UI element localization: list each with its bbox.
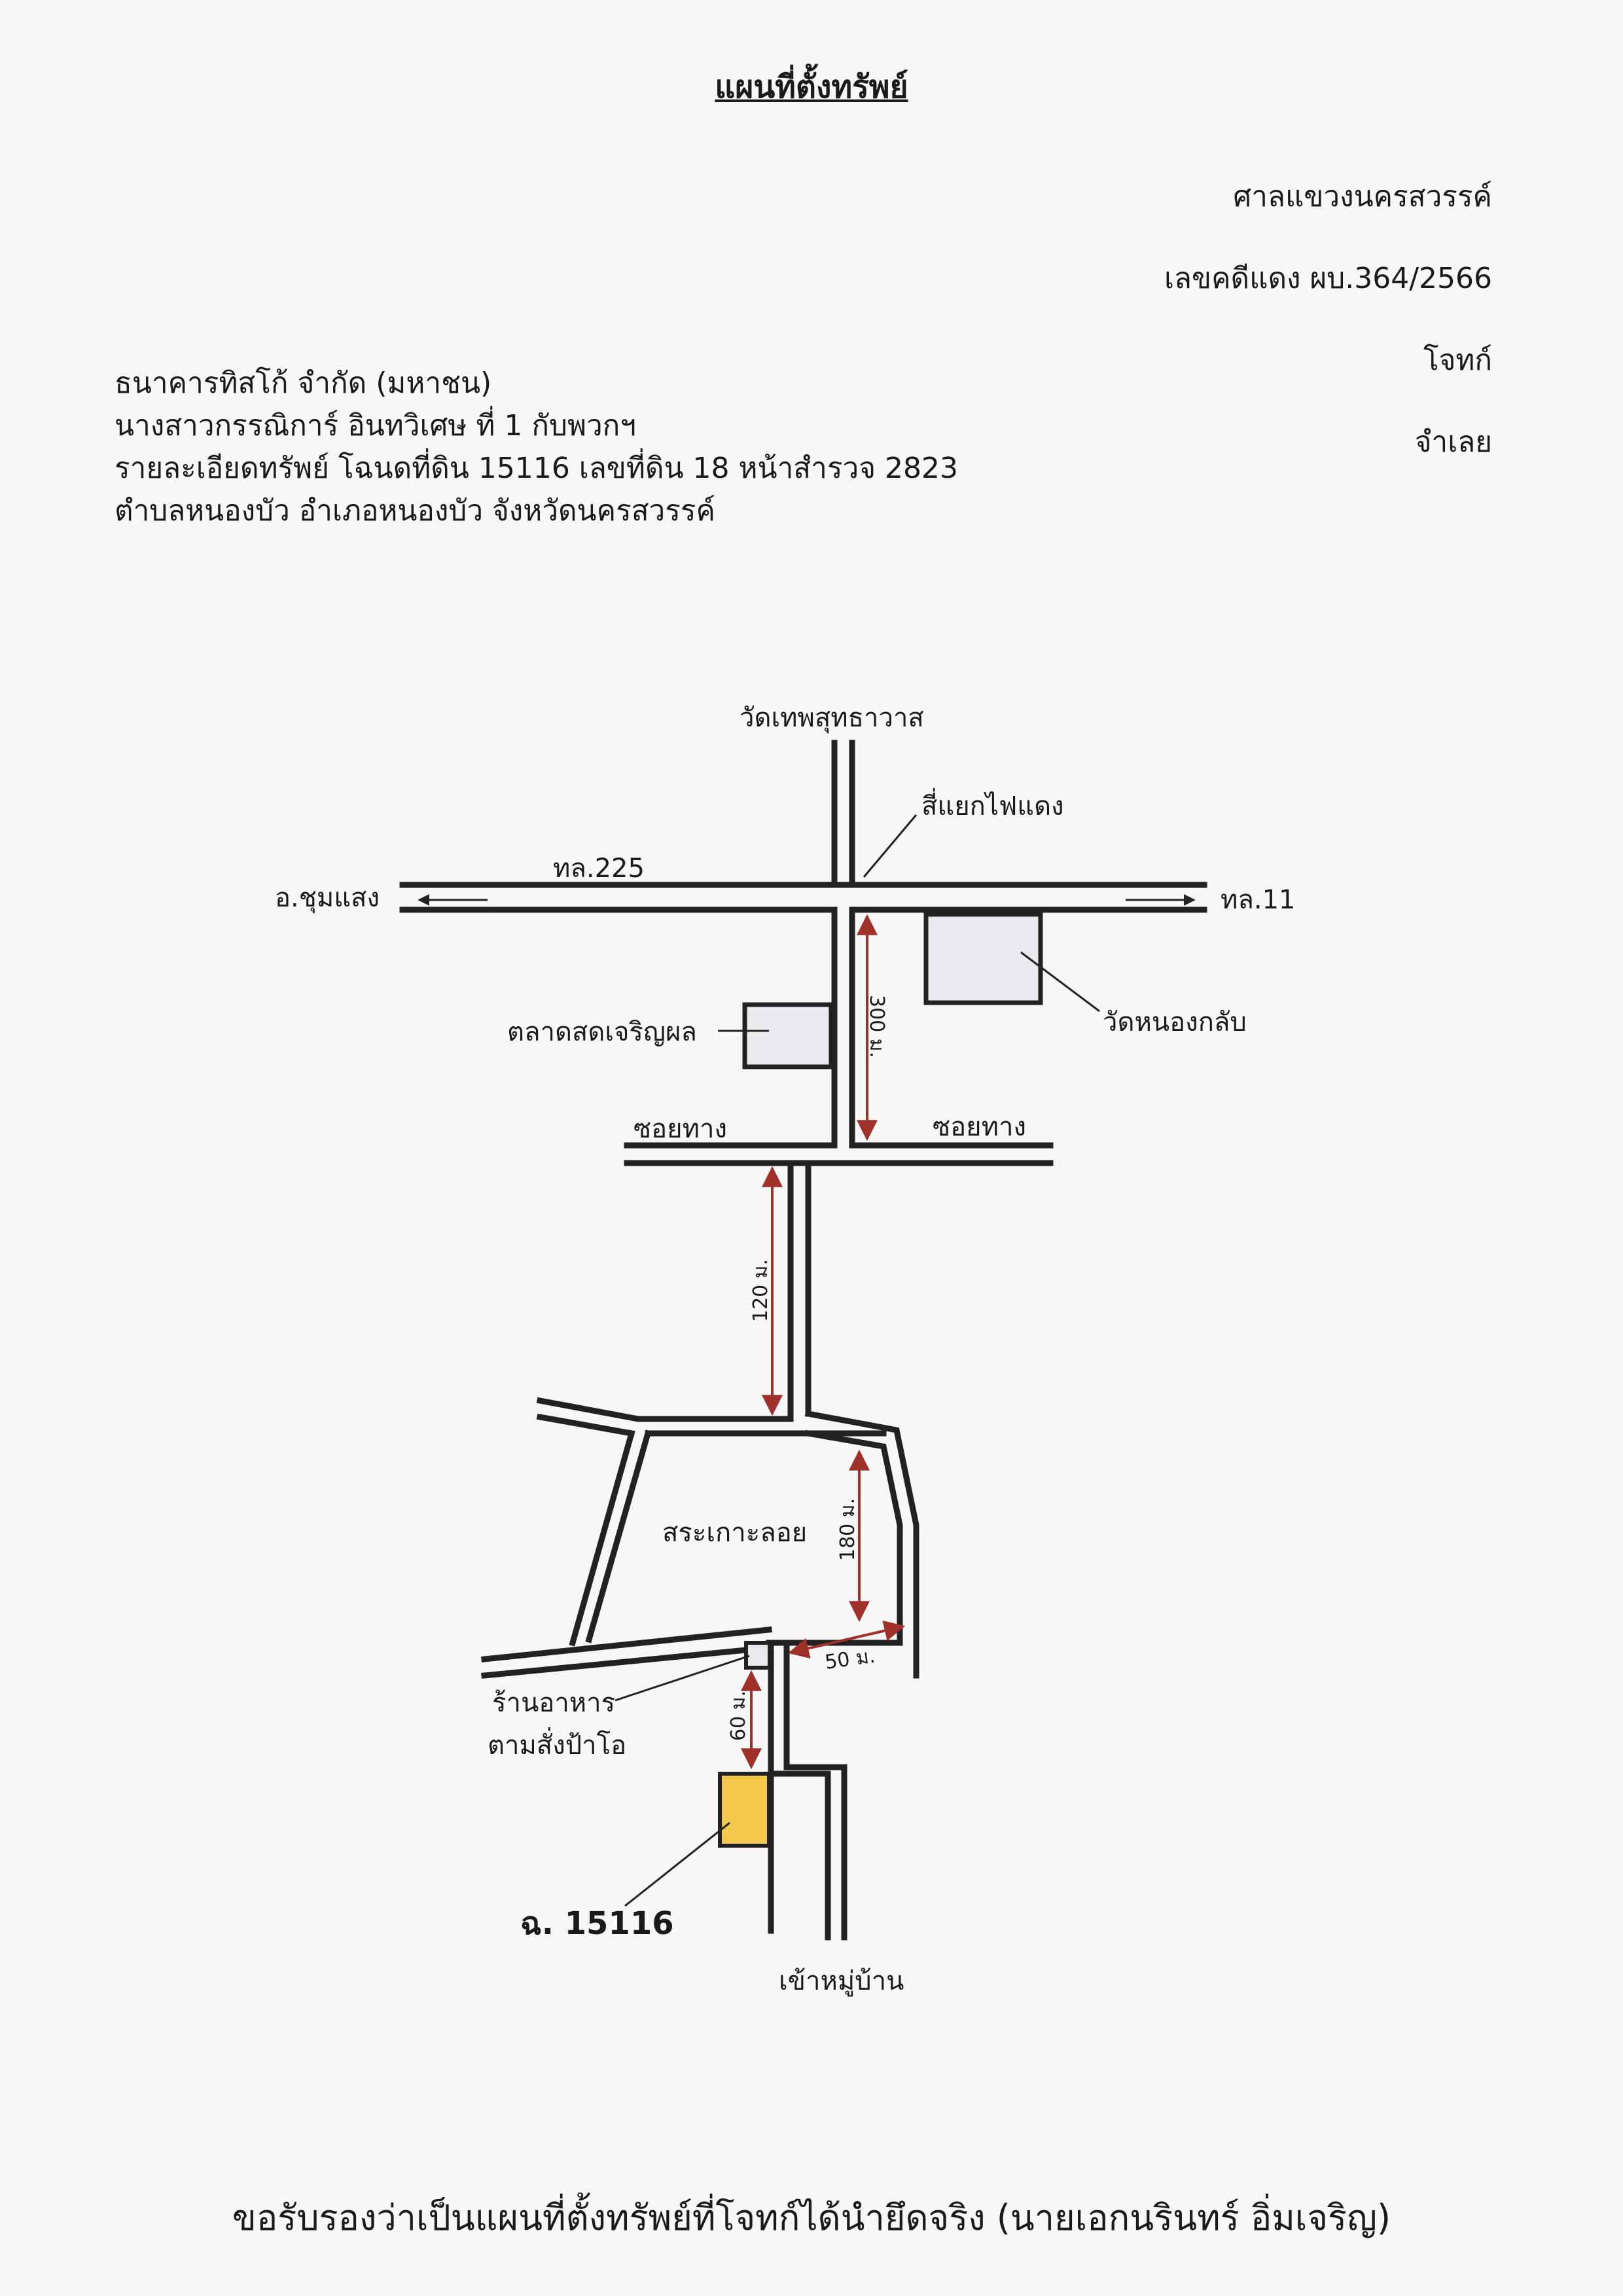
label-chumsaeng: อ.ชุมแสง xyxy=(275,883,380,914)
label-distance-120m: 120 ม. xyxy=(749,1259,772,1322)
village-road xyxy=(768,1640,847,1941)
label-restaurant-line2: ตามสั่งป้าโอ xyxy=(488,1727,626,1761)
property-leader xyxy=(624,1821,730,1907)
label-distance-300m: 300 ม. xyxy=(865,995,888,1058)
distance-arrow-50m xyxy=(787,1620,906,1659)
market-building xyxy=(742,1002,834,1069)
label-traffic-light: สี่แยกไฟแดง xyxy=(921,788,1064,821)
label-market: ตลาดสดเจริญผล xyxy=(507,1017,697,1047)
label-pond: สระเกาะลอย xyxy=(662,1518,807,1548)
label-distance-50m: 50 ม. xyxy=(823,1645,876,1674)
case-number: เลขคดีแดง ผบ.364/2566 xyxy=(1164,262,1492,295)
label-distance-180m: 180 ม. xyxy=(836,1498,859,1561)
restaurant-leader xyxy=(615,1655,750,1702)
label-distance-60m: 60 ม. xyxy=(727,1691,750,1741)
restaurant-building xyxy=(744,1641,772,1670)
property-details: รายละเอียดทรัพย์ โฉนดที่ดิน 15116 เลขที่… xyxy=(115,452,958,485)
label-temple-north: วัดเทพสุทธาวาส xyxy=(740,703,924,734)
label-highway-225: ทล.225 xyxy=(553,853,645,884)
label-soi-left: ซอยทาง xyxy=(633,1114,727,1144)
certification-statement: ขอรับรองว่าเป็นแผนที่ตั้งทรัพย์ที่โจทก์ไ… xyxy=(232,2197,1391,2238)
main-south-road xyxy=(831,906,855,1149)
document-title: แผนที่ตั้งทรัพย์ xyxy=(715,69,908,105)
label-highway-11: ทล.11 xyxy=(1221,885,1296,915)
north-road xyxy=(831,740,855,888)
highway-road xyxy=(399,882,1207,913)
property-location: ตำบลหนองบัว อำเภอหนองบัว จังหวัดนครสวรรค… xyxy=(115,494,715,528)
defendant-name: นางสาวกรรณิการ์ อินทวิเศษ ที่ 1 กับพวกฯ xyxy=(115,409,637,442)
defendant-label: จำเลย xyxy=(1414,425,1492,459)
property-plot xyxy=(718,1772,771,1848)
soi-road xyxy=(624,1142,1054,1166)
temple-building xyxy=(923,912,1043,1005)
road-to-pond xyxy=(787,1160,812,1420)
label-temple-east: วัดหนองกลับ xyxy=(1103,1007,1247,1037)
temple-leader xyxy=(1020,951,1100,1013)
pond-loop-road xyxy=(481,1397,919,1679)
court-name: ศาลแขวงนครสวรรค์ xyxy=(1233,180,1492,213)
plaintiff-label: โจทก์ xyxy=(1423,344,1492,377)
label-soi-right: ซอยทาง xyxy=(933,1112,1026,1142)
label-village-entrance: เข้าหมู่บ้าน xyxy=(779,1966,904,1996)
label-restaurant-line1: ร้านอาหาร xyxy=(492,1688,615,1718)
label-deed: ฉ. 15116 xyxy=(520,1905,674,1942)
traffic-light-leader xyxy=(863,814,918,878)
plaintiff-name: ธนาคารทิสโก้ จำกัด (มหาชน) xyxy=(115,367,492,400)
